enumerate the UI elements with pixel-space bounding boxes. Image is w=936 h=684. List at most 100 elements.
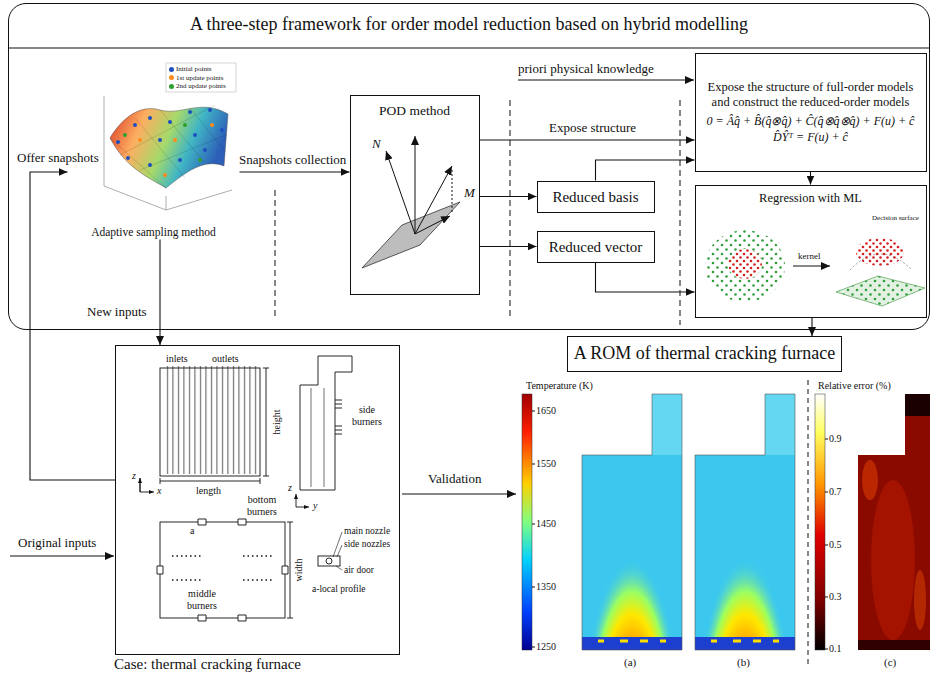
pod-projection bbox=[362, 136, 460, 268]
frame-decoration-part bbox=[680, 100, 681, 325]
furnace-schematic-part bbox=[326, 558, 332, 564]
rom-result-part bbox=[522, 394, 532, 650]
framework-panel: A three-step framework for order model r… bbox=[8, 3, 930, 330]
rom-result-part bbox=[862, 460, 878, 500]
temperature-field-part bbox=[582, 637, 682, 650]
sampling-plot-part-part bbox=[178, 158, 182, 162]
node-text: Reduced vector bbox=[549, 238, 643, 256]
legend-item: 2nd update points bbox=[169, 82, 226, 90]
label-text: Relative error (%) bbox=[818, 380, 891, 392]
legend-text: Initial points bbox=[176, 65, 212, 73]
label-text: (c) bbox=[884, 656, 896, 669]
process-box: Reduced vector bbox=[537, 231, 655, 263]
pod-projection-part bbox=[415, 166, 452, 234]
connector bbox=[480, 196, 537, 197]
sampling-plot-part-part bbox=[138, 138, 142, 142]
sampling-plot-part bbox=[166, 63, 236, 92]
sampling-plot-part-part bbox=[126, 156, 130, 160]
label-text: 0.1 bbox=[829, 643, 842, 655]
furnace-schematic bbox=[140, 356, 352, 621]
sampling-plot-part-part bbox=[133, 123, 137, 127]
pod-projection-part bbox=[415, 216, 450, 234]
rom-result-part bbox=[695, 394, 795, 650]
label-text: a-local profile bbox=[312, 584, 366, 595]
sampling-plot-part-part bbox=[198, 158, 202, 162]
rom-title-box: A ROM of thermal cracking furnace bbox=[567, 336, 842, 372]
connector bbox=[810, 172, 811, 185]
label-text: 1250 bbox=[536, 641, 556, 653]
label-text: kernel bbox=[798, 251, 821, 261]
label-text: Temperature (K) bbox=[526, 380, 593, 392]
sampling-plot-part bbox=[104, 96, 232, 210]
connector bbox=[596, 263, 695, 293]
temperature-field-part bbox=[598, 640, 666, 643]
legend-text: 2nd update points bbox=[176, 82, 226, 90]
label-text: 1350 bbox=[536, 581, 556, 593]
edge-label: Snapshots collection bbox=[238, 153, 347, 168]
legend-text: 1st update points bbox=[176, 74, 223, 82]
edge-label: Offer snapshots bbox=[16, 151, 100, 166]
sampling-plot-part-part bbox=[193, 133, 197, 137]
edge-label: Expose structure bbox=[548, 121, 637, 136]
sampling-plot-part-part bbox=[210, 123, 214, 127]
label-text: 1650 bbox=[536, 405, 556, 417]
rom-result-part bbox=[905, 394, 930, 416]
sampling-plot-part-part bbox=[148, 163, 152, 167]
kernel-illustration bbox=[705, 230, 925, 306]
furnace-schematic-part bbox=[296, 507, 309, 508]
label-text: 1450 bbox=[536, 518, 556, 530]
temperature-field bbox=[582, 394, 682, 684]
connector bbox=[811, 318, 812, 337]
label-text: Validation bbox=[428, 472, 481, 487]
sampling-plot-part-part bbox=[173, 138, 177, 142]
pod-projection-part bbox=[415, 136, 416, 234]
label-text: outlets bbox=[212, 353, 239, 365]
pod-projection-part bbox=[362, 202, 460, 268]
furnace-schematic-part bbox=[311, 388, 324, 487]
connector bbox=[596, 160, 695, 181]
node-text: Reduced basis bbox=[552, 188, 638, 206]
legend-swatch bbox=[169, 67, 174, 72]
label-text: Decision surface bbox=[872, 214, 919, 222]
edge-label: New inputs bbox=[86, 305, 148, 320]
kernel-illustration-part bbox=[705, 230, 785, 302]
sampling-plot-part-part bbox=[220, 128, 224, 132]
temperature-field-part bbox=[582, 455, 682, 684]
furnace-schematic-part bbox=[172, 556, 273, 580]
sampling-plot-part-part bbox=[188, 110, 192, 114]
frame-decoration-part bbox=[510, 100, 511, 320]
sampling-plot-part bbox=[138, 123, 214, 177]
kernel-illustration-part bbox=[728, 249, 762, 279]
furnace-schematic-part bbox=[163, 366, 257, 474]
label-text: inlets bbox=[166, 353, 188, 365]
sampling-plot-part-part bbox=[163, 173, 167, 177]
label-text: height bbox=[271, 410, 283, 435]
label-text: (a) bbox=[624, 656, 636, 669]
legend-swatch bbox=[169, 75, 174, 80]
connector bbox=[30, 172, 115, 480]
node-text: Regression with ML bbox=[696, 191, 926, 206]
node-text: POD method bbox=[351, 103, 479, 119]
sampling-plot-part-part bbox=[158, 138, 162, 142]
kernel-illustration-part bbox=[856, 238, 904, 266]
label-text: width bbox=[293, 559, 305, 582]
sampling-plot-part bbox=[116, 108, 224, 167]
furnace-schematic-part bbox=[160, 478, 260, 484]
label-text: bottom burners bbox=[238, 494, 286, 517]
furnace-schematic-part bbox=[160, 522, 285, 618]
furnace-schematic-part bbox=[296, 494, 297, 507]
rom-result-part bbox=[914, 570, 926, 630]
rom-result-part bbox=[858, 640, 930, 650]
label-text: middle burners bbox=[178, 588, 226, 611]
label-text: 1550 bbox=[536, 458, 556, 470]
pod-projection-part bbox=[386, 151, 415, 234]
sampling-plot-part-part bbox=[123, 133, 127, 137]
pod-box: POD method bbox=[350, 95, 480, 295]
sampling-plot-part bbox=[110, 107, 228, 188]
furnace-schematic-part bbox=[335, 400, 342, 434]
frame-decoration-part bbox=[402, 494, 516, 495]
label-text: main nozzle bbox=[344, 526, 390, 537]
rom-result-part bbox=[582, 394, 682, 650]
sampling-plot-part bbox=[110, 105, 226, 188]
label-text: air door bbox=[344, 565, 374, 576]
